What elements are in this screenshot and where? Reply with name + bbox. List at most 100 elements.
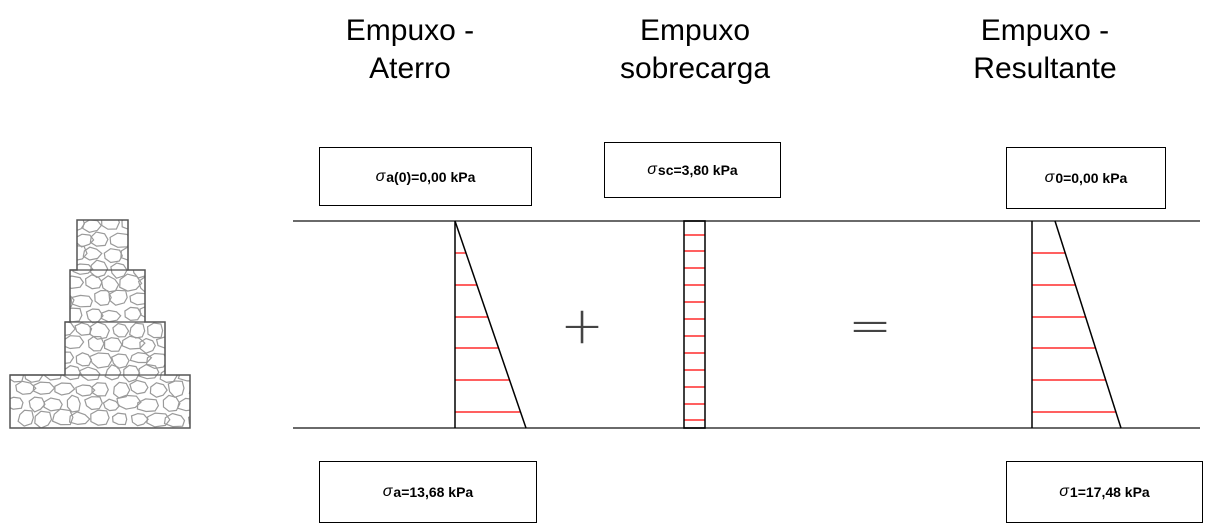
stone xyxy=(109,232,133,248)
stone xyxy=(17,409,35,427)
stone xyxy=(111,412,128,426)
stone xyxy=(148,229,170,248)
stone xyxy=(74,322,93,336)
stone xyxy=(179,275,190,291)
title-sobrecarga: Empuxo sobrecarga xyxy=(585,12,805,88)
stone xyxy=(43,397,63,412)
stone xyxy=(112,322,130,338)
stone xyxy=(176,397,190,412)
stone xyxy=(179,307,190,321)
stone xyxy=(71,263,94,275)
stone xyxy=(177,335,190,351)
stone xyxy=(129,322,146,339)
stone xyxy=(169,230,187,247)
title-sobrecarga-line2: sobrecarga xyxy=(619,52,771,85)
stone xyxy=(148,263,168,277)
stone xyxy=(187,413,190,428)
title-resultante: Empuxo - Resultante xyxy=(935,12,1155,88)
stone xyxy=(184,262,190,276)
stone xyxy=(112,381,131,399)
stone xyxy=(119,273,143,292)
stone xyxy=(91,382,109,397)
aterro-triangle xyxy=(454,220,527,429)
stone xyxy=(27,275,46,292)
stone xyxy=(54,382,76,396)
stone xyxy=(121,220,141,231)
stone xyxy=(161,248,181,261)
stone xyxy=(188,382,190,398)
stone xyxy=(162,394,181,412)
stone xyxy=(75,352,93,367)
stone xyxy=(116,394,142,410)
stone xyxy=(130,412,149,427)
stone xyxy=(37,318,58,337)
title-sobrecarga-line1: Empuxo xyxy=(639,14,751,47)
stone xyxy=(166,321,190,338)
stone xyxy=(129,379,149,395)
stone xyxy=(48,220,68,234)
stone xyxy=(129,232,150,251)
stone xyxy=(53,230,74,243)
stone xyxy=(12,258,35,276)
title-resultante-line2: Resultante xyxy=(973,52,1117,85)
stone xyxy=(32,381,56,395)
stone xyxy=(14,234,32,247)
stone xyxy=(102,398,121,412)
stone xyxy=(104,364,122,381)
equals-operator: = xyxy=(848,296,892,356)
stone xyxy=(46,306,69,321)
stone xyxy=(166,258,190,276)
stone xyxy=(43,336,61,353)
stone xyxy=(129,292,150,306)
stone xyxy=(25,303,45,322)
gabion-wall xyxy=(9,219,191,429)
sobrecarga-rectangle xyxy=(683,220,706,429)
stone xyxy=(187,354,190,368)
stone xyxy=(142,220,161,233)
stone xyxy=(10,396,24,410)
stone xyxy=(10,307,26,325)
stone xyxy=(70,294,93,308)
stone xyxy=(84,274,103,290)
stone xyxy=(136,398,160,413)
stone xyxy=(159,368,178,384)
stone xyxy=(94,289,112,307)
stone xyxy=(124,306,142,322)
stone xyxy=(51,408,74,426)
stone xyxy=(28,246,47,262)
stone xyxy=(155,336,178,349)
stone xyxy=(10,369,25,383)
stone xyxy=(168,291,189,304)
stone xyxy=(87,335,105,352)
stone xyxy=(43,274,61,291)
stone xyxy=(177,220,190,231)
stone xyxy=(35,289,54,306)
stone xyxy=(110,353,130,369)
title-aterro-line1: Empuxo - xyxy=(345,14,475,47)
stone xyxy=(120,245,141,262)
stone xyxy=(185,231,190,245)
stone xyxy=(129,351,153,364)
stone xyxy=(47,244,67,260)
stone xyxy=(169,353,187,370)
stone xyxy=(89,231,109,247)
stone xyxy=(138,363,160,380)
stone xyxy=(145,352,169,370)
stone xyxy=(88,352,113,369)
stone xyxy=(64,307,83,323)
stone xyxy=(28,396,46,413)
stone xyxy=(85,308,104,324)
stone xyxy=(139,305,159,319)
stone xyxy=(103,248,123,264)
stone xyxy=(183,291,190,310)
stone xyxy=(108,289,128,306)
stone xyxy=(26,337,45,352)
stone xyxy=(82,220,103,233)
stone xyxy=(104,337,123,352)
stone xyxy=(11,290,35,309)
stone xyxy=(82,246,103,261)
